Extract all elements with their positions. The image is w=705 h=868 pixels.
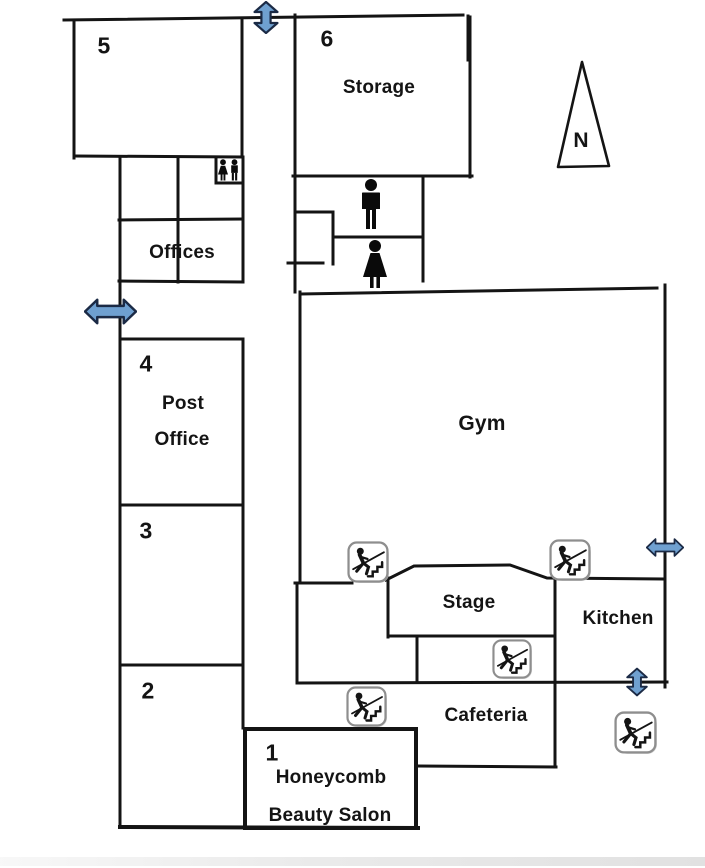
woman-figure-icon [363,240,387,288]
room-2-number: 2 [141,677,155,704]
post-office-label-line2: Office [154,429,210,450]
storage-label: Storage [342,77,416,98]
restroom-sign-icon [218,159,238,181]
offices-label: Offices [149,242,215,263]
salon-label-line2: Beauty Salon [268,805,392,826]
stairs-icon-outside [614,711,658,755]
room-1-number: 1 [265,739,279,766]
stairs-icon-corridor [346,686,388,728]
kitchen-label: Kitchen [582,608,654,629]
stairs-icon-stage [492,639,533,680]
stairs-icon-gym-right [549,539,592,582]
north-arrow-icon [556,60,611,169]
room-4-number: 4 [139,350,153,377]
salon-label-line1: Honeycomb [275,767,387,788]
stairs-icon-gym-left [347,541,390,584]
room-5-number: 5 [97,32,111,59]
compass-north-label: N [573,129,589,152]
walls [62,13,669,831]
gym-label: Gym [458,412,506,435]
door-arrow-icon-left [84,298,137,325]
room-3-number: 3 [139,517,153,544]
post-office-label-line1: Post [162,393,204,414]
stage-label: Stage [442,592,496,613]
cafeteria-label: Cafeteria [444,705,528,726]
man-figure-icon [362,179,380,229]
scan-artifact [0,857,705,866]
room-6-number: 6 [320,25,334,52]
